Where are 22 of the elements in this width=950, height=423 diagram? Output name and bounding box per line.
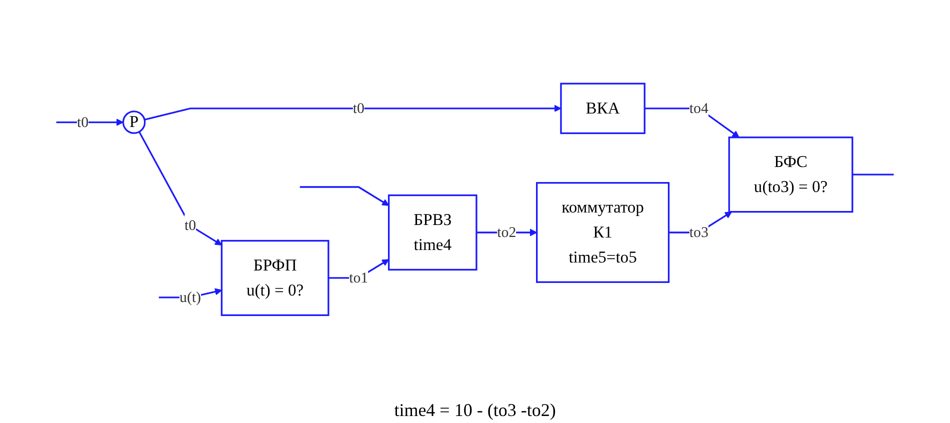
- arrow: [476, 228, 538, 236]
- node-box: коммутатор К1 time5=to5: [536, 182, 670, 283]
- edge-label: t0: [76, 113, 89, 130]
- node-box: ВКА: [560, 82, 646, 134]
- edge-label: u(t): [180, 288, 202, 305]
- connector: [852, 173, 894, 176]
- arrow: [644, 107, 740, 138]
- formula-note: time4 = 10 - (to3 -to2): [394, 400, 556, 421]
- node-circle: P: [122, 110, 146, 134]
- edge-label: to3: [689, 223, 708, 240]
- edge-label: to1: [349, 268, 368, 286]
- arrow: [56, 118, 124, 126]
- node-box: БРФП u(t) = 0?: [220, 240, 330, 316]
- edge-label: t0: [184, 216, 196, 234]
- arrow: [300, 186, 390, 206]
- edge-label: t0: [352, 99, 364, 116]
- arrow: [138, 130, 222, 245]
- node-box: БФС u(to3) = 0?: [728, 136, 854, 212]
- edge-label: to4: [689, 99, 708, 116]
- edge-label: to2: [497, 223, 516, 240]
- node-box: БРВЗ time4: [388, 194, 478, 270]
- arrow: [144, 104, 562, 120]
